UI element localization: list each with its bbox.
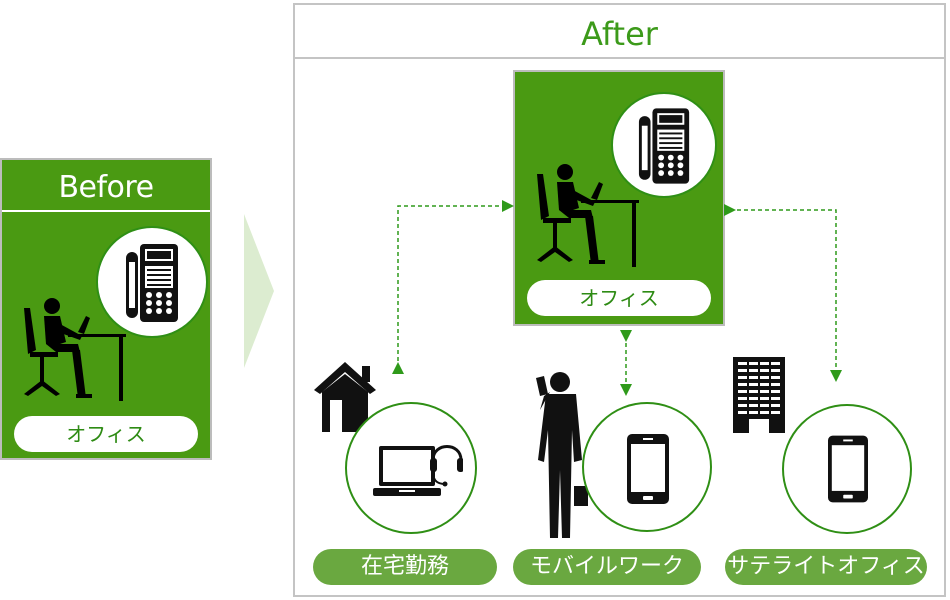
desk-phone-icon — [126, 244, 178, 322]
after-office-panel: オフィス — [513, 70, 725, 326]
office-building-icon — [733, 357, 785, 433]
label-satellite-office: サテライトオフィス — [725, 549, 927, 585]
laptop-headset-icon — [373, 445, 463, 496]
mobile-worker-icon — [536, 372, 588, 538]
smartphone-icon — [828, 435, 868, 503]
before-title: Before — [58, 170, 154, 205]
house-icon — [314, 362, 376, 432]
satellite-phone-circle — [782, 404, 912, 534]
home-office-connector — [392, 200, 514, 374]
before-title-divider — [2, 210, 210, 212]
after-title: After — [581, 15, 658, 53]
home-laptop-circle — [345, 402, 477, 534]
transition-arrow-icon — [244, 214, 274, 368]
office-worker-icon — [537, 164, 639, 267]
label-mobile-work: モバイルワーク — [513, 549, 701, 585]
before-panel: Before — [0, 158, 212, 460]
before-desk-phone-circle — [96, 226, 208, 338]
office-worker-icon — [24, 298, 126, 401]
after-desk-phone-circle — [611, 92, 717, 198]
smartphone-icon — [627, 434, 669, 504]
satellite-office-connector — [724, 204, 842, 382]
mobile-phone-circle — [582, 402, 712, 532]
label-home-office: 在宅勤務 — [313, 549, 497, 585]
after-title-divider — [295, 57, 944, 59]
desk-phone-icon — [638, 108, 690, 184]
before-office-label: オフィス — [14, 416, 198, 452]
after-office-label: オフィス — [527, 280, 711, 316]
